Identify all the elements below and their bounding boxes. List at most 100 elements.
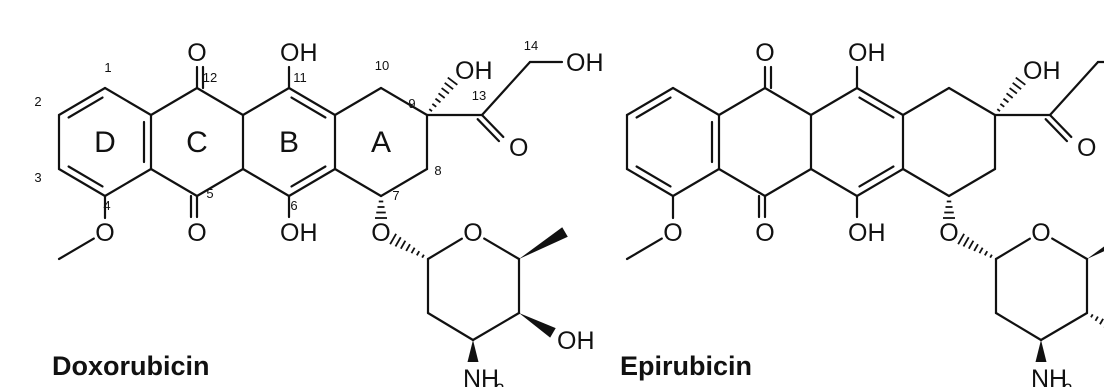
ring-a-bond <box>901 167 951 198</box>
ring-d-bond-3-4 <box>57 167 107 198</box>
sugar-ring-bond <box>994 311 1043 342</box>
carbonyl-oxygen-12: O <box>187 39 206 67</box>
sugar-ring-bond <box>483 237 521 261</box>
sugar-ring-oxygen: O <box>1031 219 1050 247</box>
ring-c-bond <box>763 86 813 117</box>
ring-d-bond-1-2 <box>57 86 107 117</box>
ring-d-bond-3-4-inner <box>635 165 672 188</box>
hydroxyl-11: OH <box>848 39 886 67</box>
sugar-ring-bond <box>426 237 463 261</box>
ring-letter-d: D <box>94 126 116 159</box>
hydroxyl-6: OH <box>280 219 318 247</box>
ring-d-bond-1-2-inner <box>635 96 672 119</box>
ring-c-bond <box>195 167 245 198</box>
amine-subscript: 2 <box>495 380 504 387</box>
atom-number-2: 2 <box>34 94 41 109</box>
sugar-ring-bond <box>471 311 521 342</box>
side-chain-bond <box>1048 60 1100 117</box>
sugar-hydroxyl-hashed-bond <box>1090 313 1104 328</box>
ring-c-bond <box>149 167 199 198</box>
atom-number-14: 14 <box>524 38 538 53</box>
glycosidic-hashed-bond <box>375 200 387 219</box>
ring-d-bond-12a-1 <box>671 86 721 117</box>
ring-a-bond <box>379 86 429 117</box>
atom-number-12: 12 <box>203 70 217 85</box>
epirubicin-structure: OOOHOHOOHOOHOOOHNH2Epirubicin <box>620 39 1104 387</box>
carbonyl-oxygen-12: O <box>755 39 774 67</box>
methoxy-methyl-bond <box>625 237 663 261</box>
sugar-ring-bond <box>1039 311 1089 342</box>
hydroxyl-9: OH <box>455 57 493 85</box>
methoxy-methyl-bond <box>57 237 95 261</box>
anomeric-hashed-bond <box>389 233 425 259</box>
ring-c-bond <box>763 167 813 198</box>
atom-number-8: 8 <box>434 163 441 178</box>
carbonyl-13-second <box>476 118 501 143</box>
carbonyl-oxygen-13: O <box>509 134 528 162</box>
carbonyl-oxygen-13: O <box>1077 134 1096 162</box>
ring-c-bond <box>149 86 199 117</box>
sugar-ring-bond <box>994 237 1031 261</box>
atom-number-13: 13 <box>472 88 486 103</box>
ring-letter-a: A <box>371 126 391 159</box>
atom-number-9: 9 <box>408 96 415 111</box>
ring-d-bond-4-4a <box>671 167 721 198</box>
glycosidic-oxygen: O <box>371 219 390 247</box>
ring-a-bond <box>333 167 383 198</box>
ring-b-double-11 <box>855 86 905 117</box>
hydroxyl-11: OH <box>280 39 318 67</box>
ring-b-bond <box>241 167 291 198</box>
methyl-wedge-bond <box>519 227 568 259</box>
methyl-wedge-bond <box>1087 246 1104 259</box>
hydroxyl-9: OH <box>1023 57 1061 85</box>
hydroxyl-14: OH <box>566 49 604 77</box>
glycosidic-hashed-bond <box>943 200 955 219</box>
ring-d-bond-3-4 <box>625 167 675 198</box>
atom-number-11: 11 <box>293 70 307 85</box>
amine-subscript: 2 <box>1063 380 1072 387</box>
sugar-ring-bond <box>1051 237 1089 261</box>
ring-c-bond <box>717 86 767 117</box>
doxorubicin-structure: OOOHOHOOHOOHOOOHNH2DCBA12345678910111213… <box>34 38 603 387</box>
atom-number-7: 7 <box>392 188 399 203</box>
methoxy-oxygen: O <box>663 219 682 247</box>
ring-d-bond-12a-1 <box>103 86 153 117</box>
ring-a-bond <box>947 167 997 198</box>
ring-b-bond <box>809 167 859 198</box>
amine-wedge-bond <box>467 340 479 362</box>
glycosidic-oxygen: O <box>939 219 958 247</box>
atom-number-1: 1 <box>104 60 111 75</box>
ring-letter-b: B <box>279 126 299 159</box>
hydroxyl-6: OH <box>848 219 886 247</box>
ring-c-bond <box>717 167 767 198</box>
ring-b-double-11 <box>287 86 337 117</box>
amine-label: NH <box>1031 365 1067 387</box>
atom-number-5: 5 <box>206 186 213 201</box>
ring-b-double-6 <box>855 167 905 198</box>
side-chain-bond <box>480 60 532 117</box>
ring-a-bond <box>333 86 383 117</box>
ring-a-bond <box>901 86 951 117</box>
atom-number-6: 6 <box>290 198 297 213</box>
amine-wedge-bond <box>1035 340 1047 362</box>
ring-b-bond <box>241 86 291 117</box>
carbonyl-13 <box>1048 113 1073 139</box>
compound-name: Doxorubicin <box>52 351 210 381</box>
ring-b-double-11-inner <box>290 96 327 119</box>
ring-d-bond-1-2-inner <box>67 96 104 119</box>
anomeric-hashed-bond <box>957 233 993 259</box>
carbonyl-13 <box>480 113 505 139</box>
sugar-ring-oxygen: O <box>463 219 482 247</box>
atom-number-10: 10 <box>375 58 389 73</box>
ring-a-bond <box>947 86 997 117</box>
amine-label: NH <box>463 365 499 387</box>
ring-letter-c: C <box>186 126 208 159</box>
carbonyl-oxygen-5: O <box>755 219 774 247</box>
ring-c-bond <box>195 86 245 117</box>
hydroxyl-9-hashed-bond <box>996 76 1026 112</box>
ring-b-double-6 <box>287 167 337 198</box>
atom-number-3: 3 <box>34 170 41 185</box>
ring-b-bond <box>809 86 859 117</box>
ring-d-bond-1-2 <box>625 86 675 117</box>
